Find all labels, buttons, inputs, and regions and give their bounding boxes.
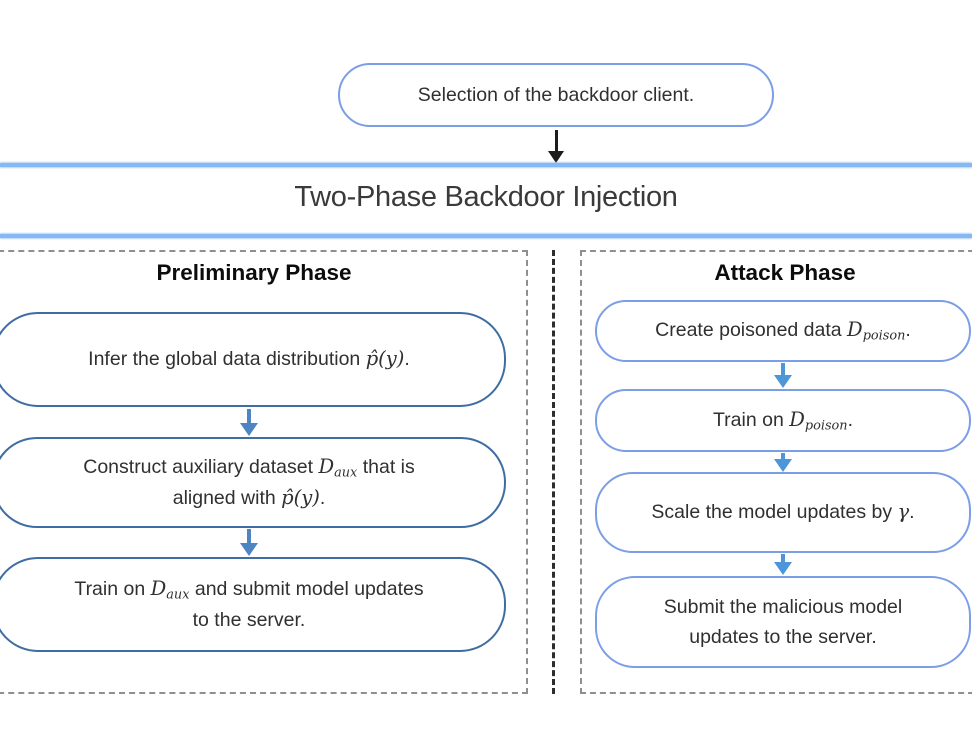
flow-step-label: Train on Dpoison. bbox=[712, 407, 853, 434]
banner-title: Two-Phase Backdoor Injection bbox=[294, 181, 678, 213]
arrow-head bbox=[240, 423, 258, 436]
down-arrow-icon bbox=[773, 453, 793, 472]
arrow-head bbox=[548, 151, 564, 163]
arrow-head bbox=[240, 543, 258, 556]
preliminary-phase-title: Preliminary Phase bbox=[156, 260, 352, 285]
flow-step-train-poisoned: Train on Dpoison. bbox=[595, 389, 971, 452]
banner-divider-top bbox=[0, 163, 972, 167]
arrow-head bbox=[774, 562, 792, 575]
arrow-stem bbox=[247, 409, 251, 423]
flow-step-create-poisoned-data: Create poisoned data Dpoison. bbox=[595, 300, 971, 362]
phase-separator bbox=[552, 250, 555, 694]
flow-step-label: Submit the malicious model updates to th… bbox=[663, 595, 903, 648]
arrow-head bbox=[774, 375, 792, 388]
arrow-stem bbox=[781, 363, 785, 375]
preliminary-phase-panel bbox=[0, 250, 528, 694]
flow-step-label: Scale the model updates by γ. bbox=[651, 500, 915, 524]
flow-step-scale-updates: Scale the model updates by γ. bbox=[595, 472, 971, 553]
flow-step-infer-distribution: Infer the global data distribution p̂(y)… bbox=[0, 312, 506, 407]
flow-step-label: Create poisoned data Dpoison. bbox=[655, 318, 911, 344]
flow-step-label: Train on Daux and submit model updates t… bbox=[74, 576, 424, 632]
arrow-head bbox=[774, 459, 792, 472]
arrow-stem bbox=[781, 453, 785, 459]
down-arrow-icon bbox=[239, 529, 259, 556]
down-arrow-icon bbox=[546, 130, 566, 163]
arrow-stem bbox=[781, 554, 785, 562]
flow-step-submit-malicious-updates: Submit the malicious model updates to th… bbox=[595, 576, 971, 668]
down-arrow-icon bbox=[239, 409, 259, 436]
selection-client-label: Selection of the backdoor client. bbox=[417, 83, 695, 106]
flow-step-construct-auxiliary-dataset: Construct auxiliary dataset Daux that is… bbox=[0, 437, 506, 528]
down-arrow-icon bbox=[773, 554, 793, 575]
banner-divider-bottom bbox=[0, 234, 972, 238]
attack-phase-panel bbox=[580, 250, 972, 694]
flow-step-label: Infer the global data distribution p̂(y)… bbox=[88, 347, 410, 371]
down-arrow-icon bbox=[773, 363, 793, 388]
attack-phase-title: Attack Phase bbox=[714, 260, 856, 285]
flow-step-label: Construct auxiliary dataset Daux that is… bbox=[83, 454, 415, 510]
flow-step-train-aux-submit: Train on Daux and submit model updates t… bbox=[0, 557, 506, 652]
arrow-stem bbox=[247, 529, 251, 543]
arrow-stem bbox=[554, 130, 558, 151]
selection-client-box: Selection of the backdoor client. bbox=[338, 63, 774, 127]
